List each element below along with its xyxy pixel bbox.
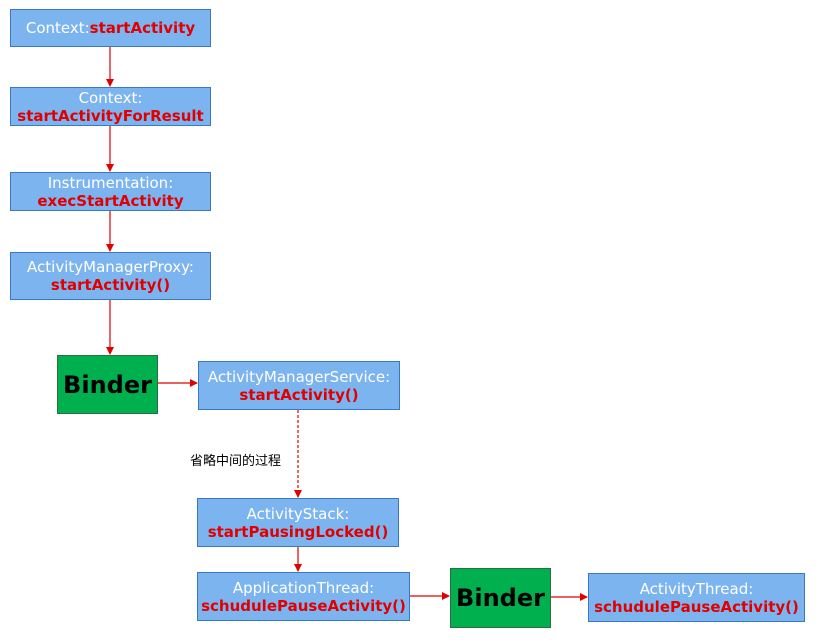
omitted-steps-note: 省略中间的过程 [190, 454, 282, 469]
node-application-thread: ApplicationThread: schudulePauseActivity… [197, 572, 410, 621]
node-activity-manager-proxy: ActivityManagerProxy: startActivity() [10, 252, 211, 300]
node-method-label: startActivity [89, 19, 196, 37]
node-method-label: schudulePauseActivity() [201, 596, 406, 615]
node-context-start-activity: Context:startActivity [10, 9, 211, 47]
node-class-label: Instrumentation: [47, 173, 174, 192]
node-class-label: Context: [25, 19, 90, 37]
node-method-label: startPausingLocked() [207, 522, 389, 541]
node-method-label: startActivityForResult [17, 106, 204, 125]
node-binder-1: Binder [57, 355, 158, 414]
node-method-label: startActivity() [239, 385, 359, 404]
node-binder-2: Binder [450, 568, 551, 628]
node-activity-manager-service: ActivityManagerService: startActivity() [198, 361, 400, 410]
node-context-start-activity-for-result: Context: startActivityForResult [10, 87, 211, 126]
node-class-label: ActivityStack: [246, 504, 350, 523]
node-method-label: schudulePauseActivity() [594, 597, 799, 616]
node-activity-thread: ActivityThread: schudulePauseActivity() [588, 573, 805, 622]
node-activity-stack: ActivityStack: startPausingLocked() [197, 498, 399, 547]
node-class-label: ActivityManagerProxy: [27, 258, 194, 276]
node-class-label: ActivityManagerService: [207, 367, 391, 386]
node-method-label: startActivity() [50, 276, 171, 294]
node-instrumentation: Instrumentation: execStartActivity [10, 172, 211, 211]
node-method-label: execStartActivity [37, 191, 184, 210]
node-class-label: ApplicationThread: [232, 578, 375, 597]
node-class-label: ActivityThread: [639, 579, 754, 598]
node-class-label: Context: [78, 88, 143, 107]
